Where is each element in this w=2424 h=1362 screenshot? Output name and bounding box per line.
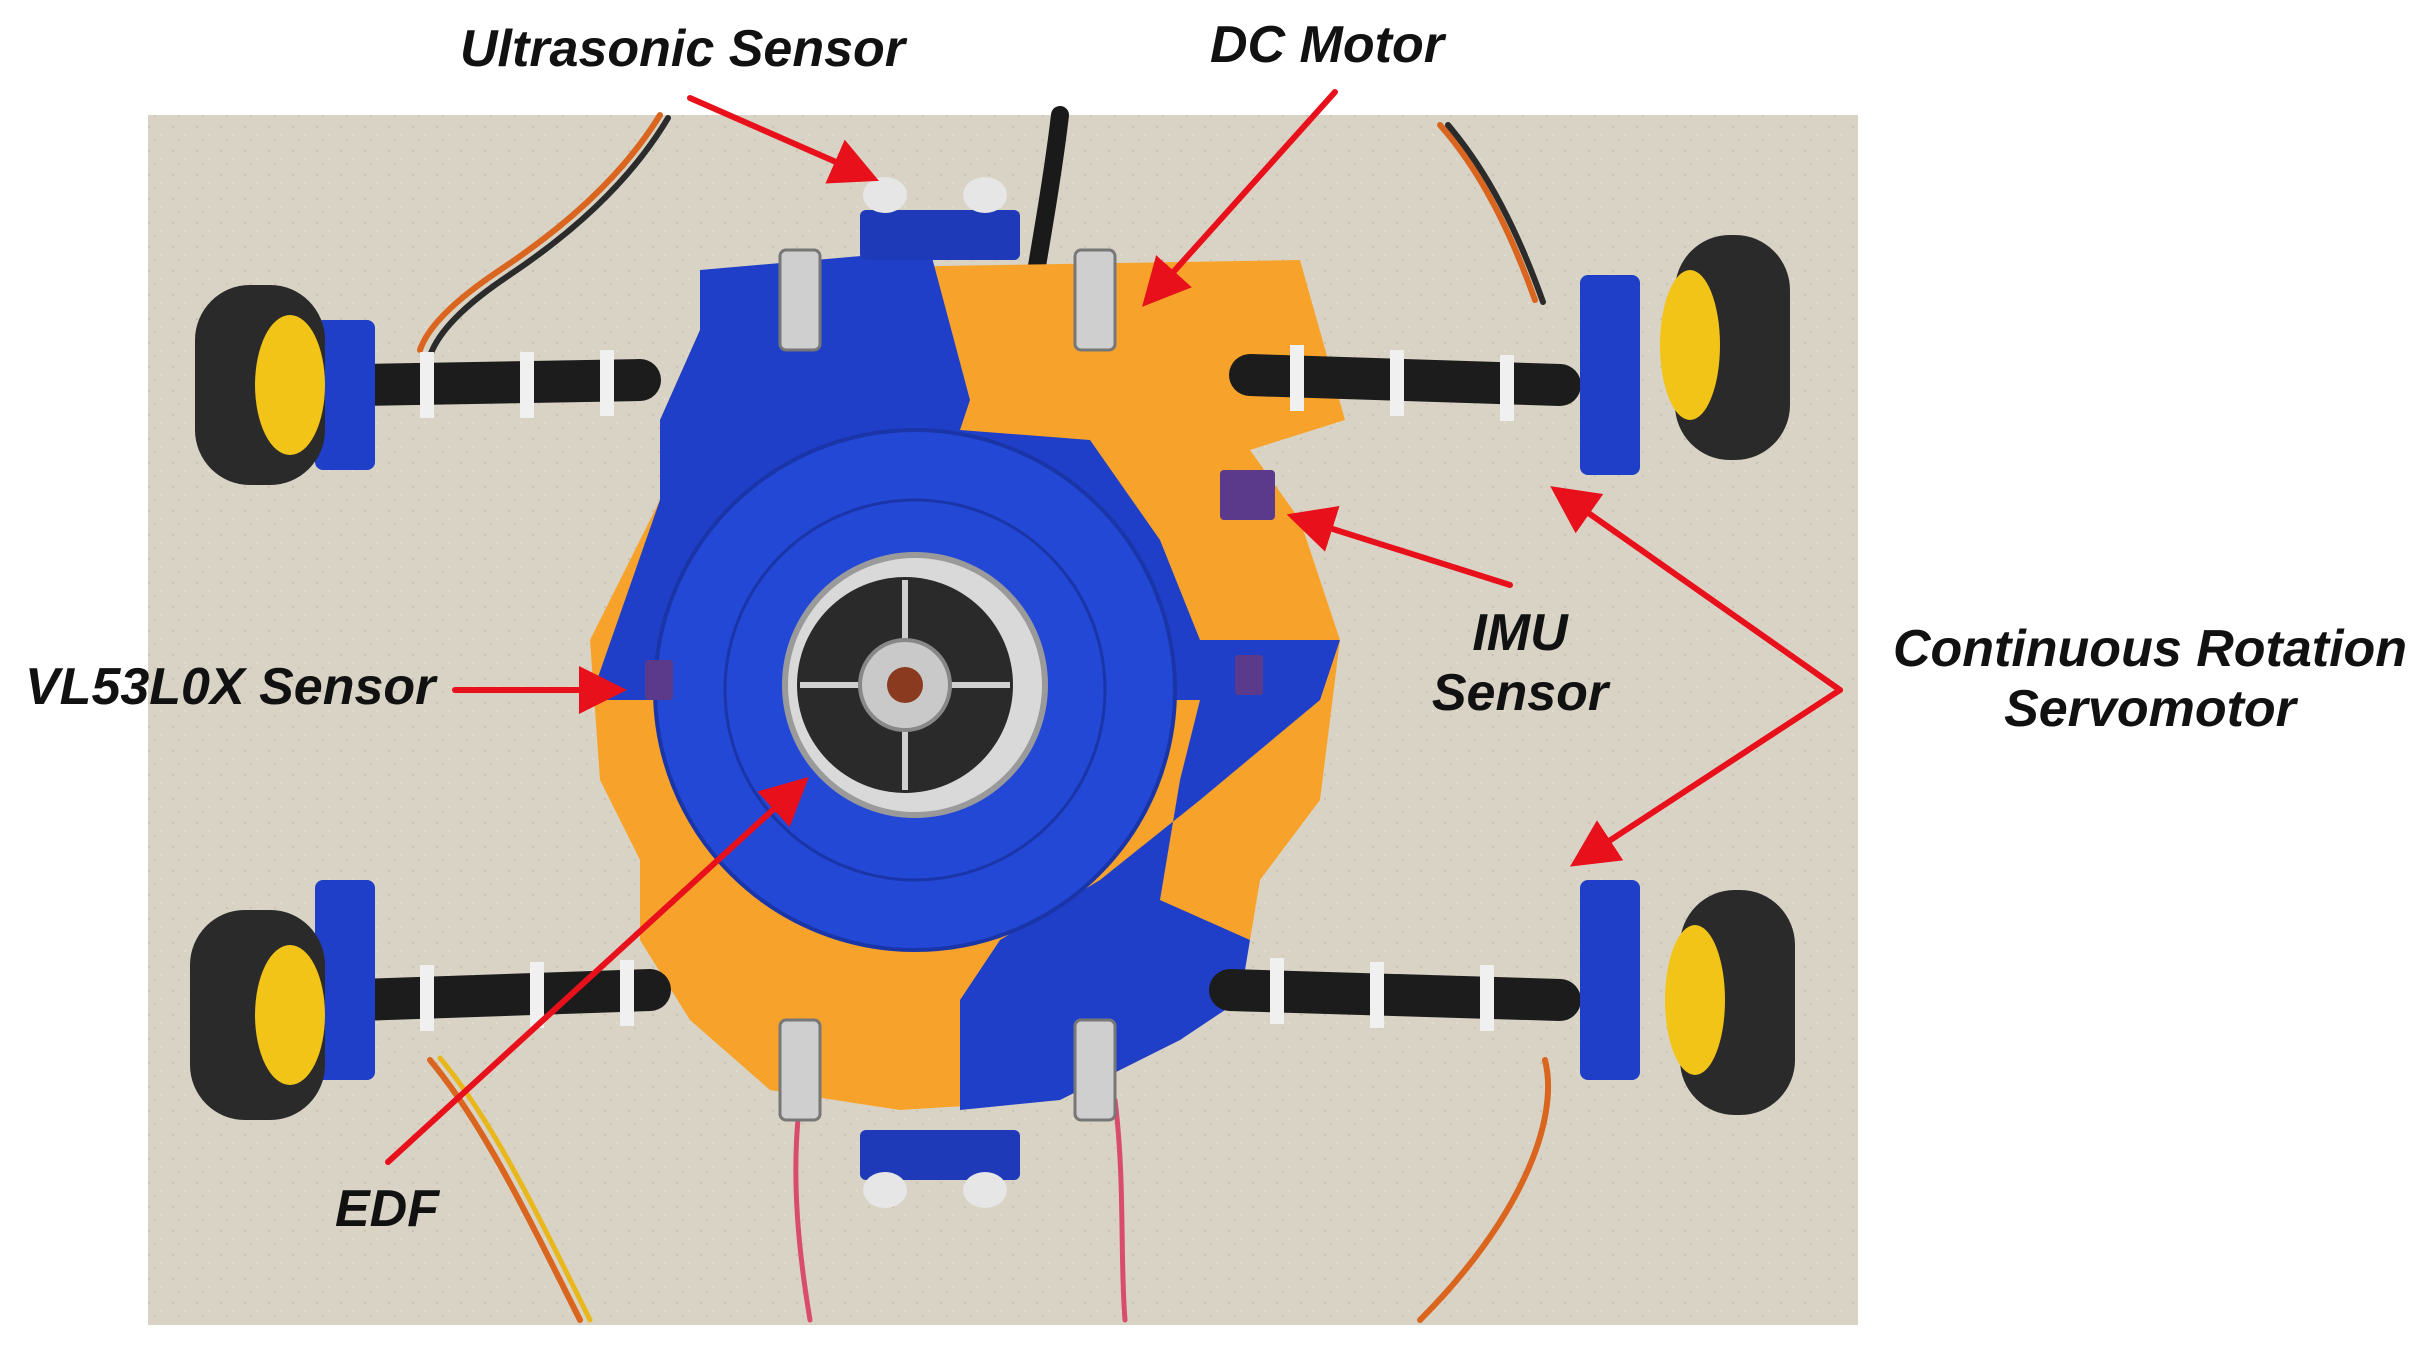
wheels: [190, 235, 1795, 1120]
label-imu-line2: Sensor: [1431, 663, 1609, 722]
label-imu-line1: IMU: [1472, 604, 1568, 662]
arrow-servo-upper: [1550, 486, 1843, 693]
arrow-ultrasonic: [687, 95, 879, 184]
label-continuous-rotation-servomotor: Continuous Rotation Servomotor: [1880, 620, 2420, 740]
label-ultrasonic-sensor: Ultrasonic Sensor: [460, 20, 906, 78]
arrow-dc-motor: [1141, 89, 1338, 307]
dc-motors: [778, 248, 1117, 1122]
label-servo-line2: Servomotor: [2004, 679, 2296, 738]
servo-housings: [315, 275, 1640, 1080]
arrow-imu: [1286, 505, 1513, 588]
blue-chassis-lower: [960, 700, 1320, 1110]
edf-fan: [782, 552, 1048, 818]
arrow-edf: [385, 776, 809, 1165]
label-edf: EDF: [335, 1180, 439, 1238]
annotation-arrows: [385, 89, 1843, 1165]
label-vl53l0x-sensor: VL53L0X Sensor: [25, 658, 436, 716]
label-dc-motor: DC Motor: [1210, 16, 1444, 74]
label-imu-sensor: IMU Sensor: [1420, 604, 1620, 724]
sensor-boards: [645, 177, 1275, 1208]
arrow-servo-lower: [1569, 687, 1843, 867]
cable-ties: [420, 345, 1514, 1031]
label-servo-line1: Continuous Rotation: [1892, 620, 2408, 678]
